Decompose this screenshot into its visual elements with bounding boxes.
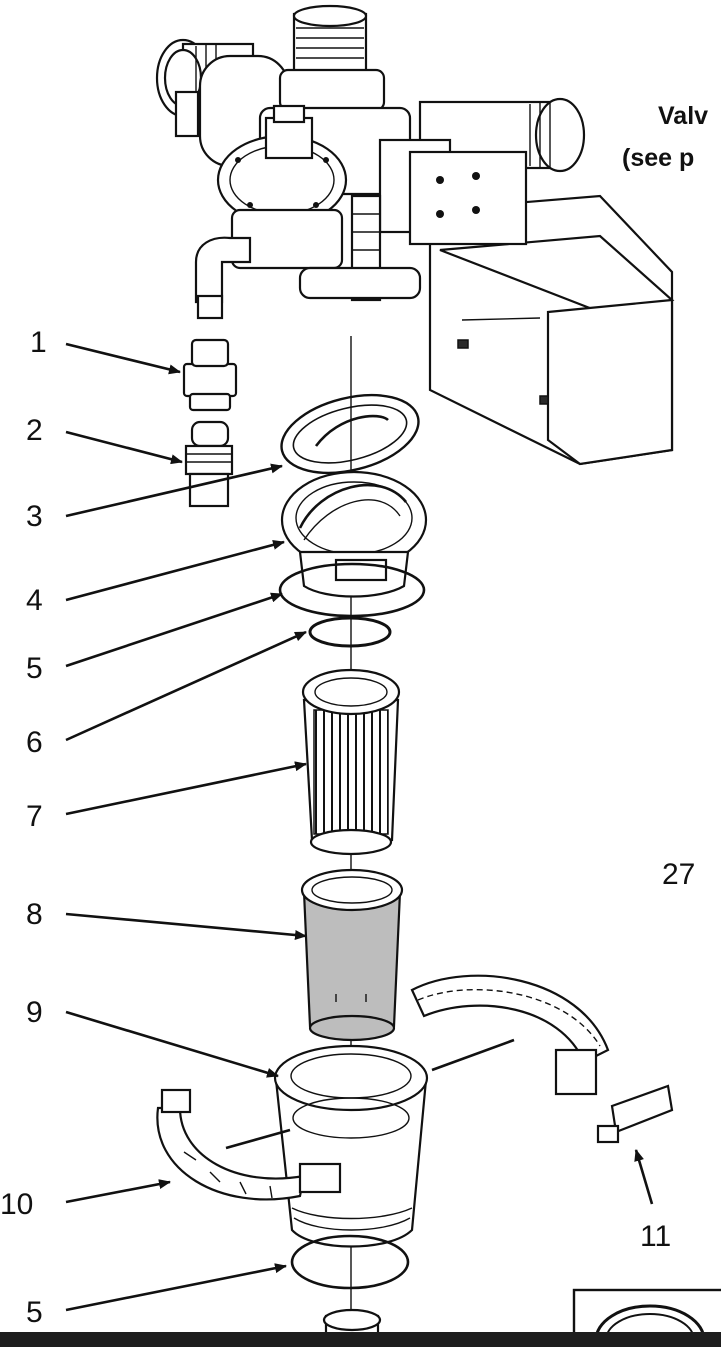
bottom-edge-bar xyxy=(0,1332,721,1347)
callout-9: 9 xyxy=(26,996,43,1029)
part-4-adapter-plate xyxy=(280,470,428,598)
control-valve-assembly xyxy=(155,4,675,466)
part-9-housing xyxy=(273,1044,429,1248)
callout-10: 10 xyxy=(0,1188,33,1221)
callout-6: 6 xyxy=(26,726,43,759)
part-1-adapter xyxy=(182,338,238,412)
callout-3: 3 xyxy=(26,500,43,533)
valve-note-line-2: (see p xyxy=(622,144,694,172)
callout-5-lower: 5 xyxy=(26,1296,43,1329)
bottom-fitting xyxy=(322,1308,382,1338)
part-7-filter-cartridge xyxy=(301,668,401,856)
callout-8: 8 xyxy=(26,898,43,931)
callout-5: 5 xyxy=(26,652,43,685)
part-10-clamp xyxy=(156,1088,342,1201)
callout-labels: 1 2 3 4 5 6 7 8 9 10 5 27 11 xyxy=(0,326,695,1329)
callout-1: 1 xyxy=(30,326,47,359)
part-2-fitting xyxy=(184,420,234,508)
part-6-o-ring xyxy=(308,616,392,648)
part-5-lower-o-ring xyxy=(290,1234,410,1290)
part-5-o-ring xyxy=(278,562,426,618)
part-11-clip xyxy=(596,1084,674,1144)
part-8-screen xyxy=(300,868,404,1042)
clamp-right-half xyxy=(225,974,610,1150)
callout-4: 4 xyxy=(26,584,43,617)
callout-27: 27 xyxy=(662,858,695,891)
leader-lines xyxy=(65,342,654,1312)
callout-11: 11 xyxy=(640,1220,671,1253)
valve-note-line-1: Valv xyxy=(658,102,708,130)
callout-7: 7 xyxy=(26,800,43,833)
callout-2: 2 xyxy=(26,414,43,447)
part-3-figure8-gasket xyxy=(280,393,420,475)
